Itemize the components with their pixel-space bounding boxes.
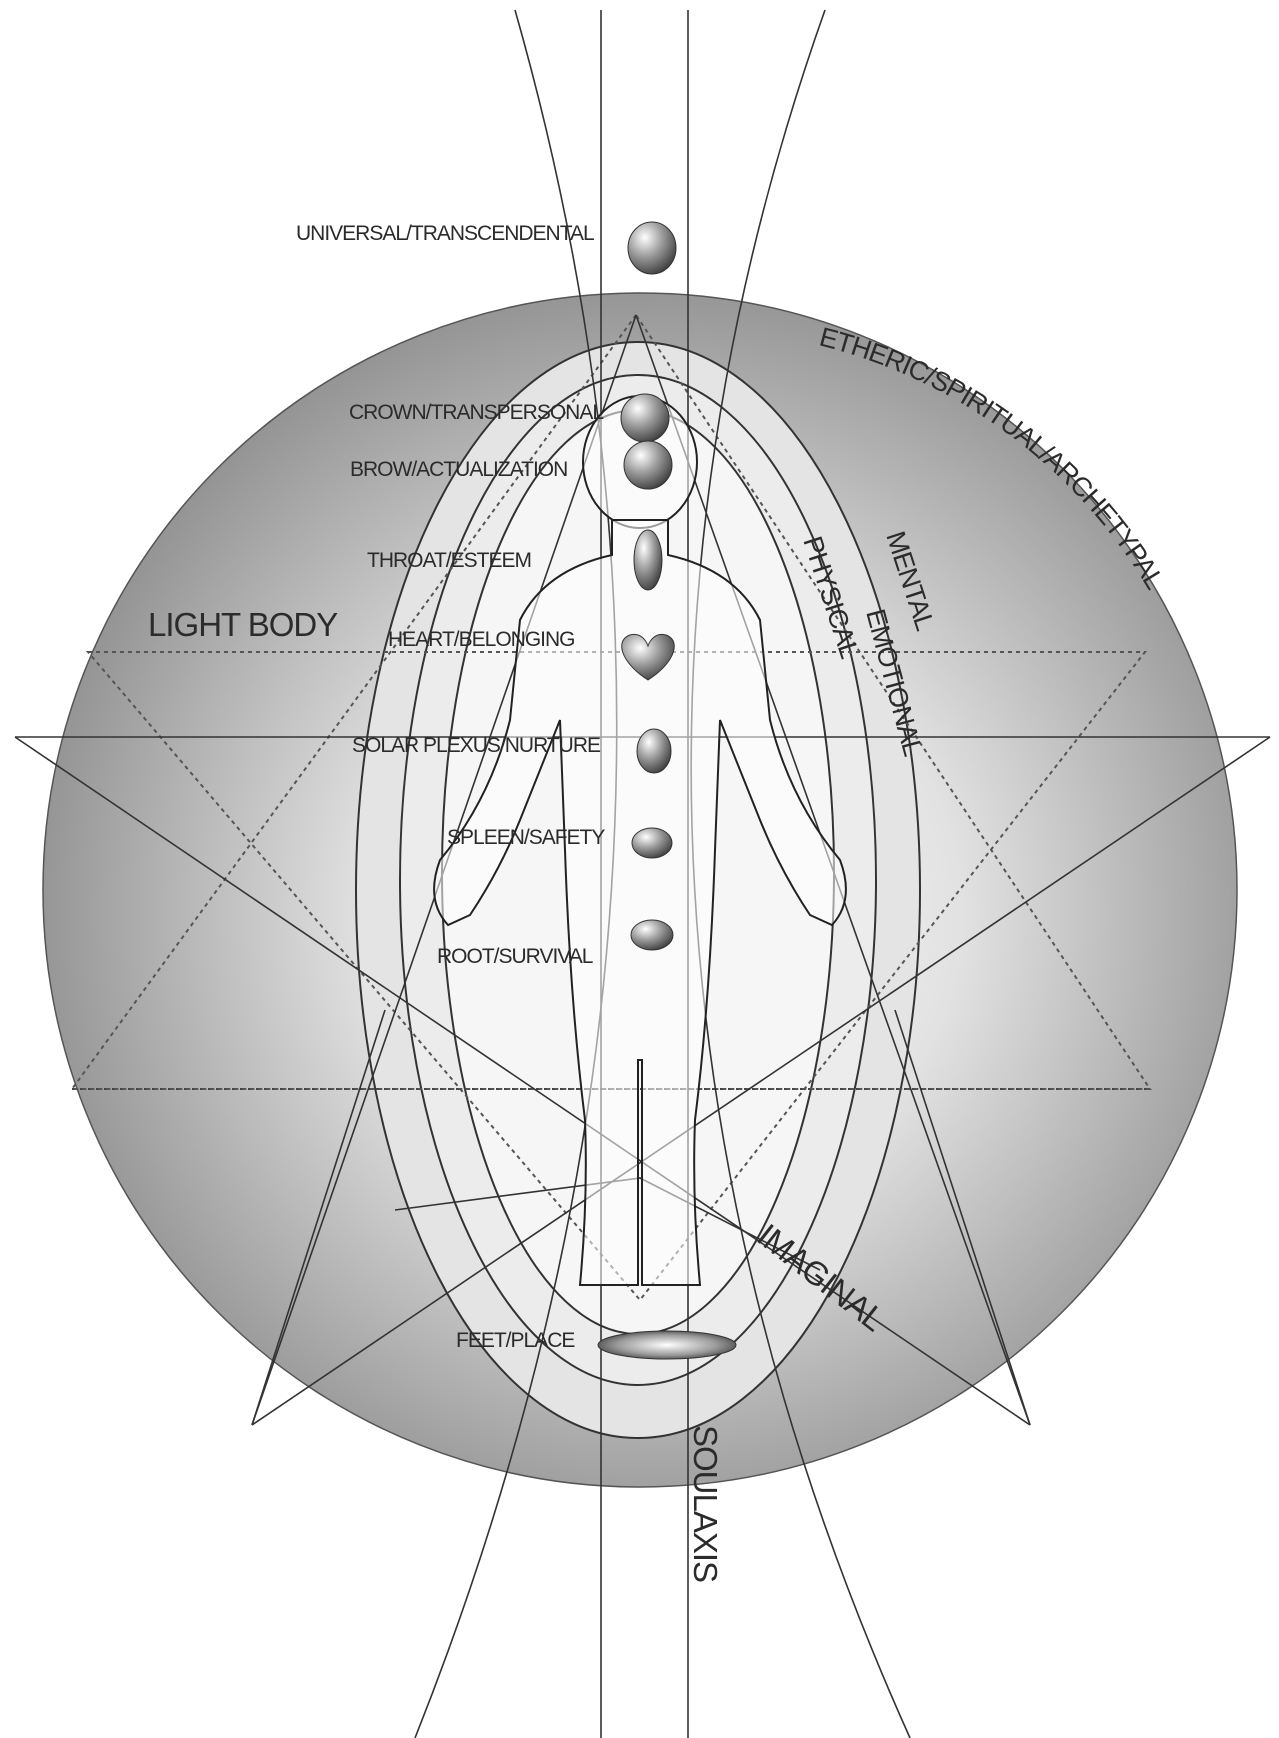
- label-feet: FEET/PLACE: [456, 1329, 575, 1352]
- universal-orb: [628, 222, 676, 274]
- label-solar-plexus: SOLAR PLEXUS/NURTURE: [352, 734, 601, 757]
- label-soul-axis: SOULAXIS: [687, 1425, 724, 1582]
- label-brow: BROW/ACTUALIZATION: [350, 458, 567, 481]
- label-spleen: SPLEEN/SAFETY: [447, 826, 605, 849]
- label-universal: UNIVERSAL/TRANSCENDENTAL: [296, 222, 594, 245]
- throat-orb: [634, 530, 662, 590]
- spleen-orb: [632, 828, 672, 858]
- label-crown: CROWN/TRANSPERSONAL: [349, 401, 603, 424]
- label-throat: THROAT/ESTEEM: [367, 549, 531, 572]
- solar-plexus-orb: [637, 729, 671, 773]
- root-orb: [631, 920, 673, 950]
- crown-orb: [621, 394, 669, 442]
- brow-orb: [624, 441, 672, 489]
- label-heart: HEART/BELONGING: [388, 628, 575, 651]
- label-root: ROOT/SURVIVAL: [437, 945, 593, 968]
- feet-disc: [598, 1331, 736, 1359]
- label-light-body: LIGHT BODY: [148, 606, 338, 643]
